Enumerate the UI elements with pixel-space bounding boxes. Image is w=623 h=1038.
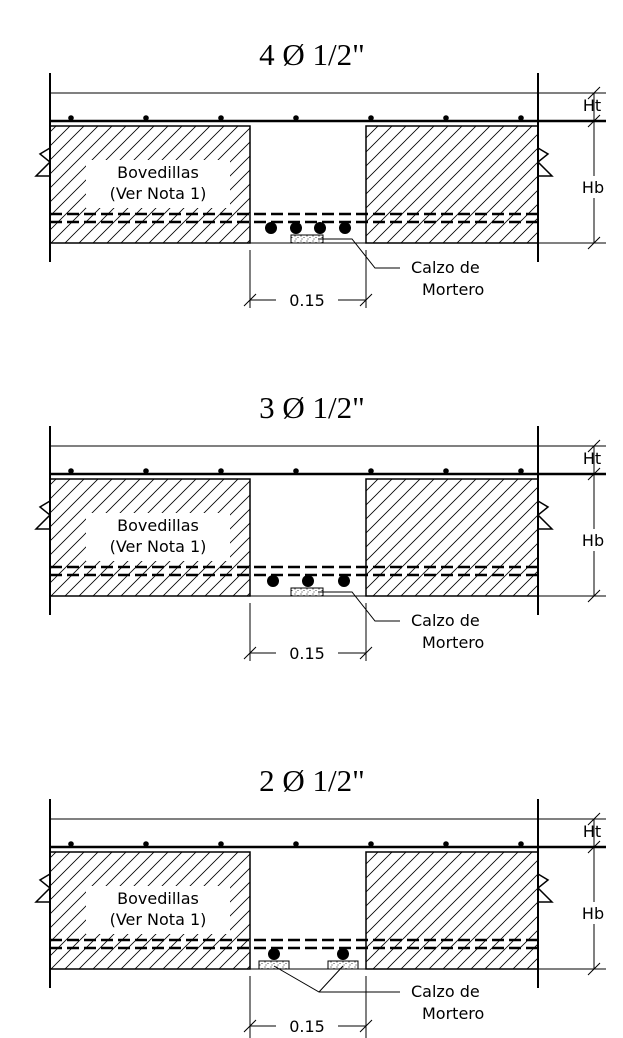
break-symbol-right (536, 147, 554, 177)
block-label-line2: (Ver Nota 1) (110, 184, 207, 203)
hb-mask (580, 176, 606, 198)
section-4-bars: 4 Ø 1/2" Bovedillas (Ver Nota 1) (34, 37, 606, 310)
spacer-leader-line (318, 238, 400, 269)
rebar (265, 222, 277, 234)
width-dim-ticks (243, 293, 373, 307)
block-label-mask (86, 886, 230, 934)
block-label-line1: Bovedillas (117, 889, 199, 908)
width-dim-ticks (243, 646, 373, 660)
width-dim-label: 0.15 (289, 291, 325, 310)
mesh-bar-dots (68, 468, 524, 474)
spacer-label-line2: Mortero (422, 280, 484, 299)
rebar (302, 575, 314, 587)
rebar-group (265, 222, 351, 234)
spacer-leader-line (318, 591, 400, 622)
rebar-group (267, 575, 350, 587)
break-symbol-left (34, 873, 52, 903)
rebar (337, 948, 349, 960)
section-title: 4 Ø 1/2" (259, 37, 365, 72)
block-label-line2: (Ver Nota 1) (110, 910, 207, 929)
right-hollow-block (365, 851, 539, 970)
hb-label: Hb (582, 904, 604, 923)
hb-mask (580, 529, 606, 551)
break-symbol-left (34, 147, 52, 177)
section-title: 2 Ø 1/2" (259, 763, 365, 798)
right-hollow-block (365, 125, 539, 244)
section-3-bars: 3 Ø 1/2" Bovedillas (Ver Nota 1) Ht (34, 390, 606, 663)
spacer-label-line2: Mortero (422, 633, 484, 652)
dimension-ticks (587, 86, 601, 250)
ht-label: Ht (583, 822, 601, 841)
right-hollow-block (365, 478, 539, 597)
section-title: 3 Ø 1/2" (259, 390, 365, 425)
rebar (267, 575, 279, 587)
width-dim-label: 0.15 (289, 644, 325, 663)
rebar (339, 222, 351, 234)
block-label-line1: Bovedillas (117, 163, 199, 182)
mortar-spacer-right (327, 960, 359, 970)
hb-label: Hb (582, 531, 604, 550)
spacer-label-line1: Calzo de (411, 611, 480, 630)
mesh-bar-dots (68, 841, 524, 847)
width-dim-ticks (243, 1019, 373, 1033)
block-label-line2: (Ver Nota 1) (110, 537, 207, 556)
block-label-line1: Bovedillas (117, 516, 199, 535)
ht-label: Ht (583, 449, 601, 468)
mesh-bar-dots (68, 115, 524, 121)
dimension-ticks (587, 439, 601, 603)
spacer-leader-line (273, 965, 400, 993)
section-2-bars: 2 Ø 1/2" Bovedillas (Ver Nota 1) Ht (34, 763, 606, 1038)
mortar-spacer-left (258, 960, 290, 970)
spacer-label-line2: Mortero (422, 1004, 484, 1023)
break-symbol-left (34, 500, 52, 530)
ht-label: Ht (583, 96, 601, 115)
width-dim-label: 0.15 (289, 1017, 325, 1036)
rebar-group (268, 948, 349, 960)
break-symbol-right (536, 500, 554, 530)
spacer-label-line1: Calzo de (411, 258, 480, 277)
block-label-mask (86, 160, 230, 208)
rebar (268, 948, 280, 960)
rebar (338, 575, 350, 587)
dimension-ticks (587, 812, 601, 976)
hb-label: Hb (582, 178, 604, 197)
rebar (290, 222, 302, 234)
block-label-mask (86, 513, 230, 561)
rebar (314, 222, 326, 234)
hb-mask (580, 902, 606, 924)
break-symbol-right (536, 873, 554, 903)
spacer-label-line1: Calzo de (411, 982, 480, 1001)
